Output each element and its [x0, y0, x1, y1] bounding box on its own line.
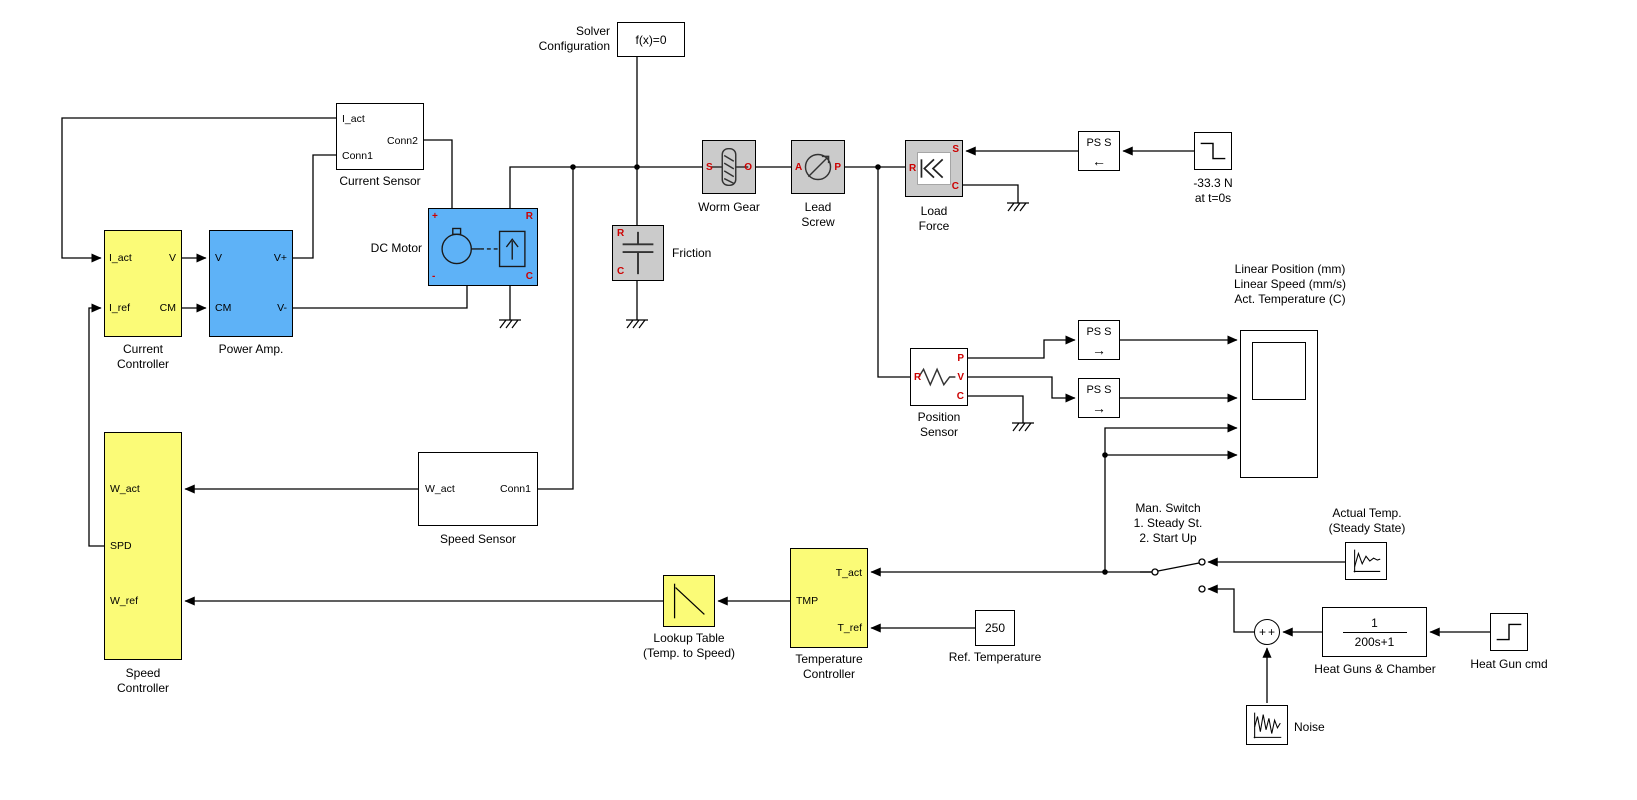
power-amp-block[interactable]: V CM V+ V- — [209, 230, 293, 337]
load-force-icon — [917, 152, 951, 185]
ref-temperature-value: 250 — [984, 621, 1006, 635]
dc-motor-label: DC Motor — [370, 241, 422, 255]
ref-temperature-block[interactable]: 250 — [975, 610, 1015, 646]
current-controller-label: Current Controller — [116, 342, 170, 371]
manual-switch-block[interactable] — [1140, 552, 1220, 602]
dc-motor-block[interactable]: + - R C — [428, 208, 538, 286]
current-controller-block[interactable]: I_act I_ref V CM — [104, 230, 182, 337]
heat-gun-cmd-label: Heat Gun cmd — [1470, 657, 1548, 671]
manual-switch-label: Man. Switch 1. Steady St. 2. Start Up — [1133, 501, 1203, 545]
heat-chamber-label: Heat Guns & Chamber — [1314, 662, 1436, 676]
power-amp-label: Power Amp. — [218, 342, 284, 356]
current-sensor-block[interactable]: I_act Conn2 Conn1 — [336, 103, 424, 170]
actual-temp-label: Actual Temp. (Steady State) — [1328, 506, 1406, 535]
signal-wires — [61, 117, 1490, 703]
step-up-icon — [1496, 623, 1522, 641]
position-sensor-label: Position Sensor — [917, 410, 961, 439]
lookup-table-block[interactable] — [663, 575, 715, 627]
sum-junction[interactable]: + + — [1254, 619, 1280, 645]
step-load-source-block[interactable] — [1194, 132, 1232, 170]
friction-label: Friction — [672, 246, 712, 260]
physical-connections — [293, 57, 1024, 490]
speed-controller-label: Speed Controller — [116, 666, 170, 695]
lead-screw-block[interactable]: A P — [791, 140, 845, 194]
noise-block[interactable] — [1246, 705, 1288, 745]
transfer-fcn-denominator: 200s+1 — [1354, 634, 1395, 649]
scope-screen — [1252, 342, 1306, 400]
actual-temp-plot-icon — [1353, 549, 1381, 573]
speed-sensor-label: Speed Sensor — [439, 532, 517, 546]
transfer-fcn-numerator: 1 — [1371, 615, 1378, 630]
ground-icon — [626, 319, 648, 329]
worm-gear-label: Worm Gear — [698, 200, 760, 214]
dc-motor-icon — [441, 227, 526, 268]
ground-icons — [499, 202, 1034, 432]
actual-temp-block[interactable] — [1345, 542, 1387, 580]
load-force-block[interactable]: R S C — [905, 140, 963, 197]
friction-block[interactable]: R C — [612, 225, 664, 281]
heat-chamber-transfer-fcn-block[interactable]: 1 200s+1 — [1322, 607, 1427, 657]
ground-icon — [499, 319, 521, 329]
temperature-controller-label: Temperature Controller — [795, 652, 863, 681]
ps-simulink-converter-block[interactable]: PS S → — [1078, 320, 1120, 360]
position-sensor-icon — [918, 367, 956, 387]
scope-block[interactable] — [1240, 330, 1318, 478]
step-down-icon — [1200, 142, 1226, 160]
arrow-left-icon: ← — [1092, 153, 1106, 169]
load-force-label: Load Force — [918, 204, 950, 233]
noise-label: Noise — [1294, 720, 1325, 734]
current-sensor-label: Current Sensor — [339, 174, 421, 188]
ps-simulink-converter-block[interactable]: PS S ← — [1078, 131, 1120, 171]
heat-gun-cmd-block[interactable] — [1490, 613, 1528, 651]
ground-icon — [1007, 202, 1029, 212]
speed-controller-block[interactable]: W_act SPD W_ref — [104, 432, 182, 660]
friction-icon — [622, 231, 654, 275]
step-load-label: -33.3 N at t=0s — [1193, 176, 1233, 205]
worm-gear-block[interactable]: S O — [702, 140, 756, 194]
fraction-bar — [1342, 631, 1407, 633]
lookup-table-label: Lookup Table (Temp. to Speed) — [642, 631, 736, 660]
temperature-controller-block[interactable]: T_act TMP T_ref — [790, 548, 868, 648]
solver-configuration-label: Solver Configuration — [538, 24, 610, 53]
scope-signal-labels: Linear Position (mm) Linear Speed (mm/s)… — [1233, 262, 1347, 306]
solver-configuration-block[interactable]: f(x)=0 — [617, 22, 685, 57]
noise-waveform-icon — [1253, 712, 1282, 739]
position-sensor-block[interactable]: R P V C — [910, 348, 968, 406]
lead-screw-label: Lead Screw — [801, 200, 835, 229]
junction-dots — [570, 164, 1108, 575]
lookup-curve-icon — [673, 583, 705, 619]
arrow-right-icon: → — [1092, 400, 1106, 416]
ground-icon — [1012, 422, 1034, 432]
worm-gear-icon — [710, 147, 749, 187]
lead-screw-icon — [804, 153, 832, 181]
arrow-right-icon: → — [1092, 342, 1106, 358]
ps-simulink-converter-block[interactable]: PS S → — [1078, 378, 1120, 418]
ref-temperature-label: Ref. Temperature — [948, 650, 1042, 664]
speed-sensor-block[interactable]: W_act Conn1 — [418, 452, 538, 526]
solver-equation-text: f(x)=0 — [635, 32, 667, 47]
